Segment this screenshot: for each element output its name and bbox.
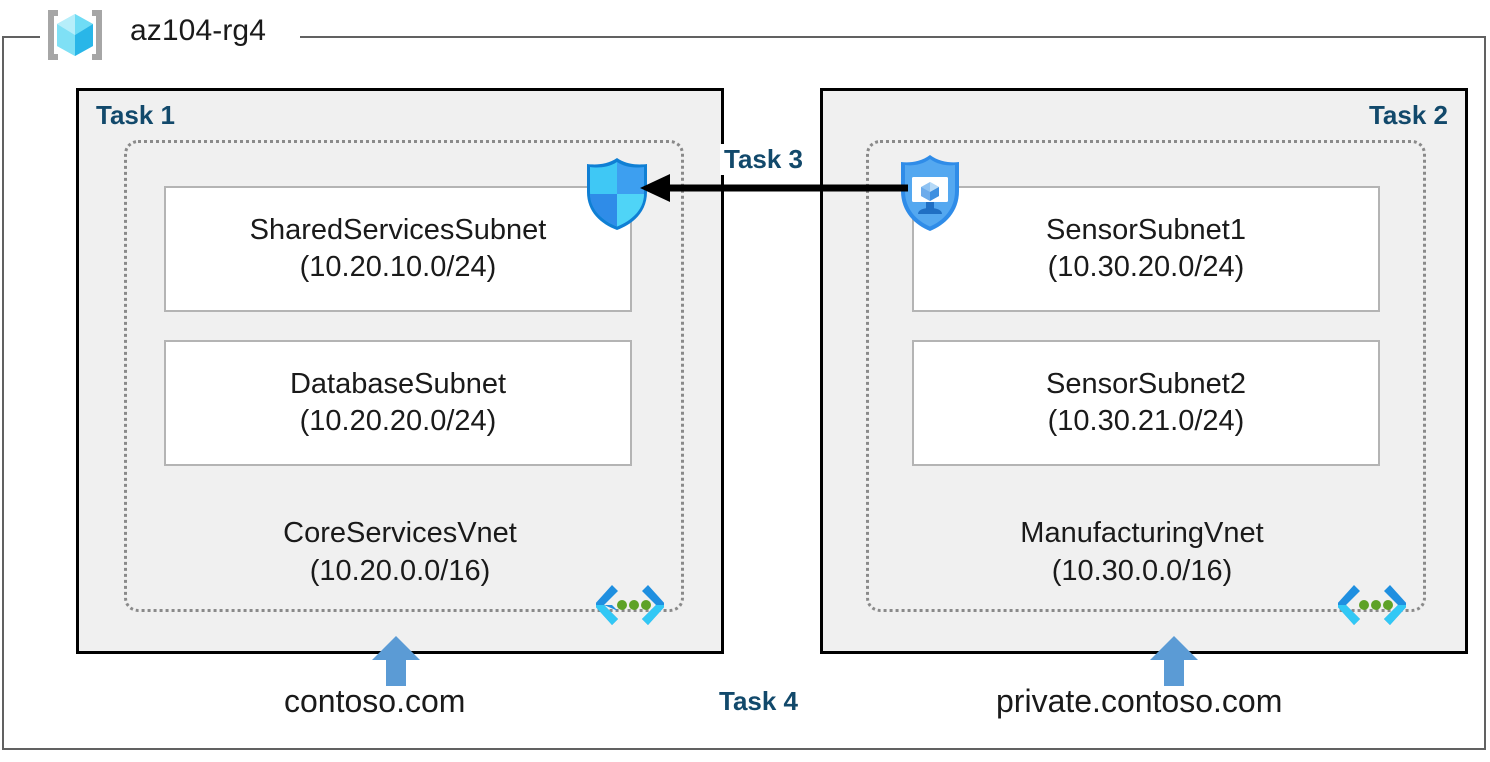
vnet-peering-arrow bbox=[640, 168, 908, 208]
sensorsubnet2-box: SensorSubnet2 (10.30.21.0/24) bbox=[912, 340, 1380, 466]
up-arrow-icon bbox=[1150, 636, 1198, 686]
subnet-cidr: (10.30.20.0/24) bbox=[1047, 251, 1245, 283]
virtual-network-icon bbox=[594, 583, 666, 627]
resource-group-border-bottom bbox=[2, 748, 1486, 750]
resource-group-cube-icon bbox=[44, 6, 106, 64]
task3-label: Task 3 bbox=[720, 144, 808, 175]
subnet-name: SensorSubnet2 bbox=[1046, 367, 1246, 400]
resource-group-border-top-left bbox=[2, 36, 40, 38]
subnet-name: SensorSubnet1 bbox=[1046, 213, 1246, 246]
task2-label: Task 2 bbox=[1368, 100, 1448, 130]
databasesubnet-box: DatabaseSubnet (10.20.20.0/24) bbox=[164, 340, 632, 466]
subnet-name: SharedServicesSubnet bbox=[249, 213, 547, 246]
subnet-cidr: (10.20.20.0/24) bbox=[299, 405, 497, 437]
task4-label: Task 4 bbox=[719, 686, 799, 716]
subnet-cidr: (10.20.10.0/24) bbox=[299, 251, 497, 283]
resource-group-border-top-right bbox=[300, 36, 1486, 38]
resource-group-title: az104-rg4 bbox=[130, 14, 266, 47]
resource-group-border-right bbox=[1484, 36, 1486, 750]
subnet-name: DatabaseSubnet bbox=[289, 367, 507, 400]
vnet-cidr: (10.20.0.0/16) bbox=[309, 554, 491, 587]
sensorsubnet1-box: SensorSubnet1 (10.30.20.0/24) bbox=[912, 186, 1380, 312]
sharedservicessubnet-box: SharedServicesSubnet (10.20.10.0/24) bbox=[164, 186, 632, 312]
task1-label: Task 1 bbox=[96, 100, 176, 130]
vnet-name: ManufacturingVnet bbox=[1020, 517, 1264, 549]
manufacturingvnet-boundary bbox=[866, 140, 1426, 612]
up-arrow-icon bbox=[372, 636, 420, 686]
resource-group-border-left bbox=[2, 36, 4, 750]
subnet-cidr: (10.30.21.0/24) bbox=[1047, 405, 1245, 437]
dns-zone-contoso-label: contoso.com bbox=[284, 683, 466, 719]
manufacturingvnet-caption: ManufacturingVnet (10.30.0.0/16) bbox=[912, 515, 1372, 590]
coreservicesvnet-boundary bbox=[124, 140, 684, 612]
virtual-network-icon bbox=[1336, 583, 1408, 627]
vnet-name: CoreServicesVnet bbox=[283, 517, 517, 549]
vnet-cidr: (10.30.0.0/16) bbox=[1051, 554, 1233, 587]
coreservicesvnet-caption: CoreServicesVnet (10.20.0.0/16) bbox=[170, 515, 630, 590]
network-security-group-shield-icon bbox=[583, 156, 651, 232]
dns-zone-private-contoso-label: private.contoso.com bbox=[996, 683, 1283, 719]
vm-shield-icon bbox=[898, 153, 962, 233]
